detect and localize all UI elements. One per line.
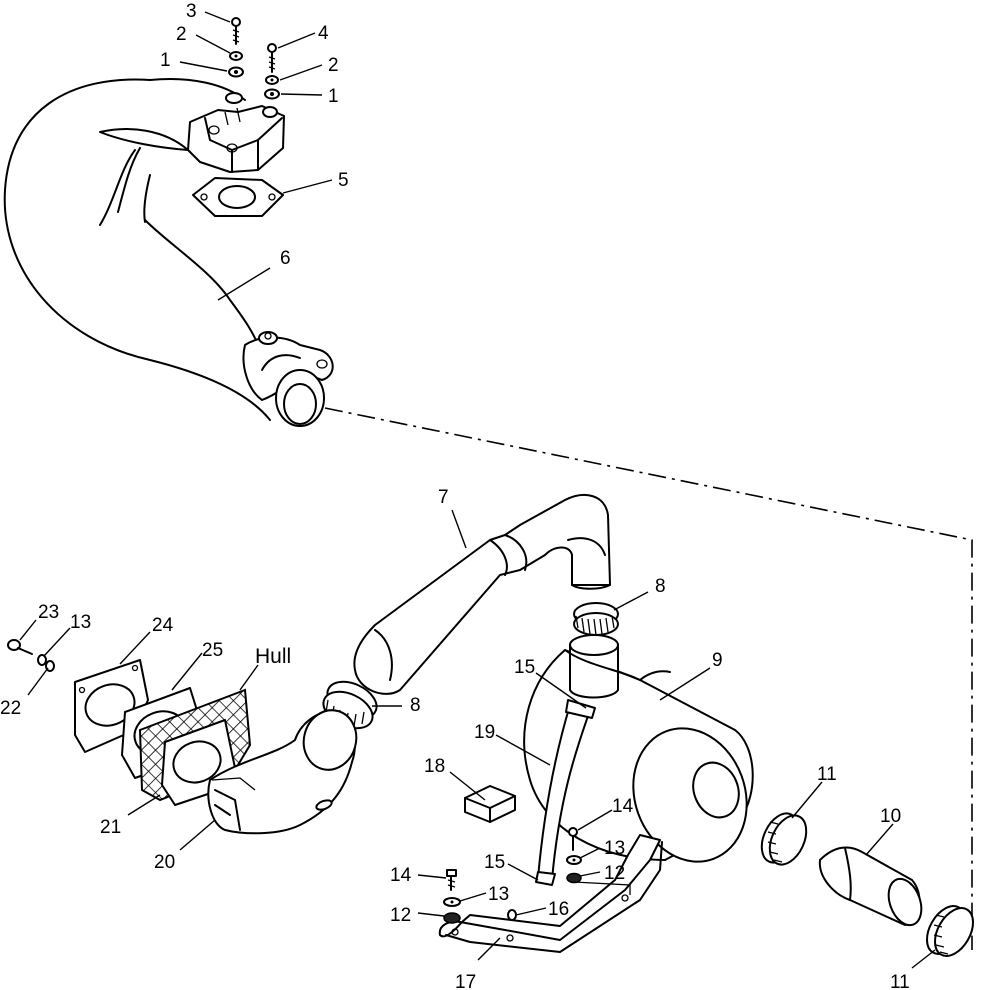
label-15-lower: 15 [484, 852, 505, 873]
label-13-right: 13 [604, 838, 625, 859]
label-19: 19 [474, 722, 495, 743]
washer-12-right-icon [566, 872, 631, 895]
rubber-block-18-part [464, 785, 516, 823]
label-8-upper: 8 [655, 576, 666, 597]
label-hull: Hull [255, 645, 291, 668]
exhaust-hose-part [353, 494, 611, 695]
gasket-5-part [192, 177, 284, 217]
strap-19-part [535, 699, 596, 886]
leader-lines-bottom [19, 509, 936, 969]
label-6: 6 [280, 248, 291, 269]
label-3: 3 [186, 1, 197, 22]
label-25: 25 [202, 640, 223, 661]
label-1-left: 1 [160, 50, 171, 71]
label-16: 16 [548, 899, 569, 920]
bolt-3-icon [231, 17, 241, 45]
bolt-4-icon [267, 43, 277, 73]
washer-1-icon [228, 66, 280, 100]
tailpipe-10-part [818, 846, 923, 927]
label-2-right: 2 [328, 55, 339, 76]
label-7: 7 [438, 487, 449, 508]
washer-2-icon [229, 51, 279, 85]
label-14-right: 14 [612, 796, 634, 817]
manifold-elbow-part [187, 92, 285, 173]
washer-13-right-icon [566, 855, 582, 865]
label-11-lower: 11 [890, 972, 910, 990]
label-2-left: 2 [176, 24, 187, 45]
label-12-right: 12 [604, 863, 625, 884]
nut-16-icon [507, 909, 517, 921]
clamp-11-upper-icon [760, 812, 808, 866]
washer-13-left-icon [443, 897, 461, 907]
label-9: 9 [712, 650, 723, 671]
routing-line [324, 407, 973, 950]
label-17: 17 [455, 972, 476, 990]
adapter-20-part [207, 709, 358, 835]
label-4: 4 [318, 23, 329, 44]
screw-23-icon [7, 639, 33, 655]
label-1-right: 1 [328, 86, 339, 107]
screw-14-right-icon [568, 827, 578, 851]
exhaust-pipe-part [3, 77, 334, 427]
label-21: 21 [100, 817, 121, 838]
label-18: 18 [424, 756, 445, 777]
label-13-left: 13 [488, 884, 509, 905]
screw-14-left-icon [446, 869, 457, 891]
label-14-left: 14 [390, 865, 412, 886]
bracket-17-part [438, 834, 663, 953]
label-13-gasket: 13 [70, 612, 91, 633]
label-10: 10 [880, 806, 901, 827]
muffler-part [523, 634, 754, 863]
clamp-8-upper-icon [573, 602, 619, 636]
label-5: 5 [338, 170, 349, 191]
label-11-upper: 11 [817, 764, 837, 785]
label-12-left: 12 [390, 905, 411, 926]
washer-13-left-gasket-icon [37, 654, 47, 666]
clamp-11-lower-icon [926, 905, 974, 957]
label-15-upper: 15 [514, 657, 535, 678]
label-20: 20 [154, 852, 175, 873]
leader-lines-top [179, 11, 333, 301]
label-22: 22 [0, 698, 21, 719]
label-23: 23 [38, 602, 59, 623]
label-24: 24 [152, 615, 174, 636]
label-8-lower: 8 [410, 695, 421, 716]
washer-12-left-icon [443, 912, 461, 924]
